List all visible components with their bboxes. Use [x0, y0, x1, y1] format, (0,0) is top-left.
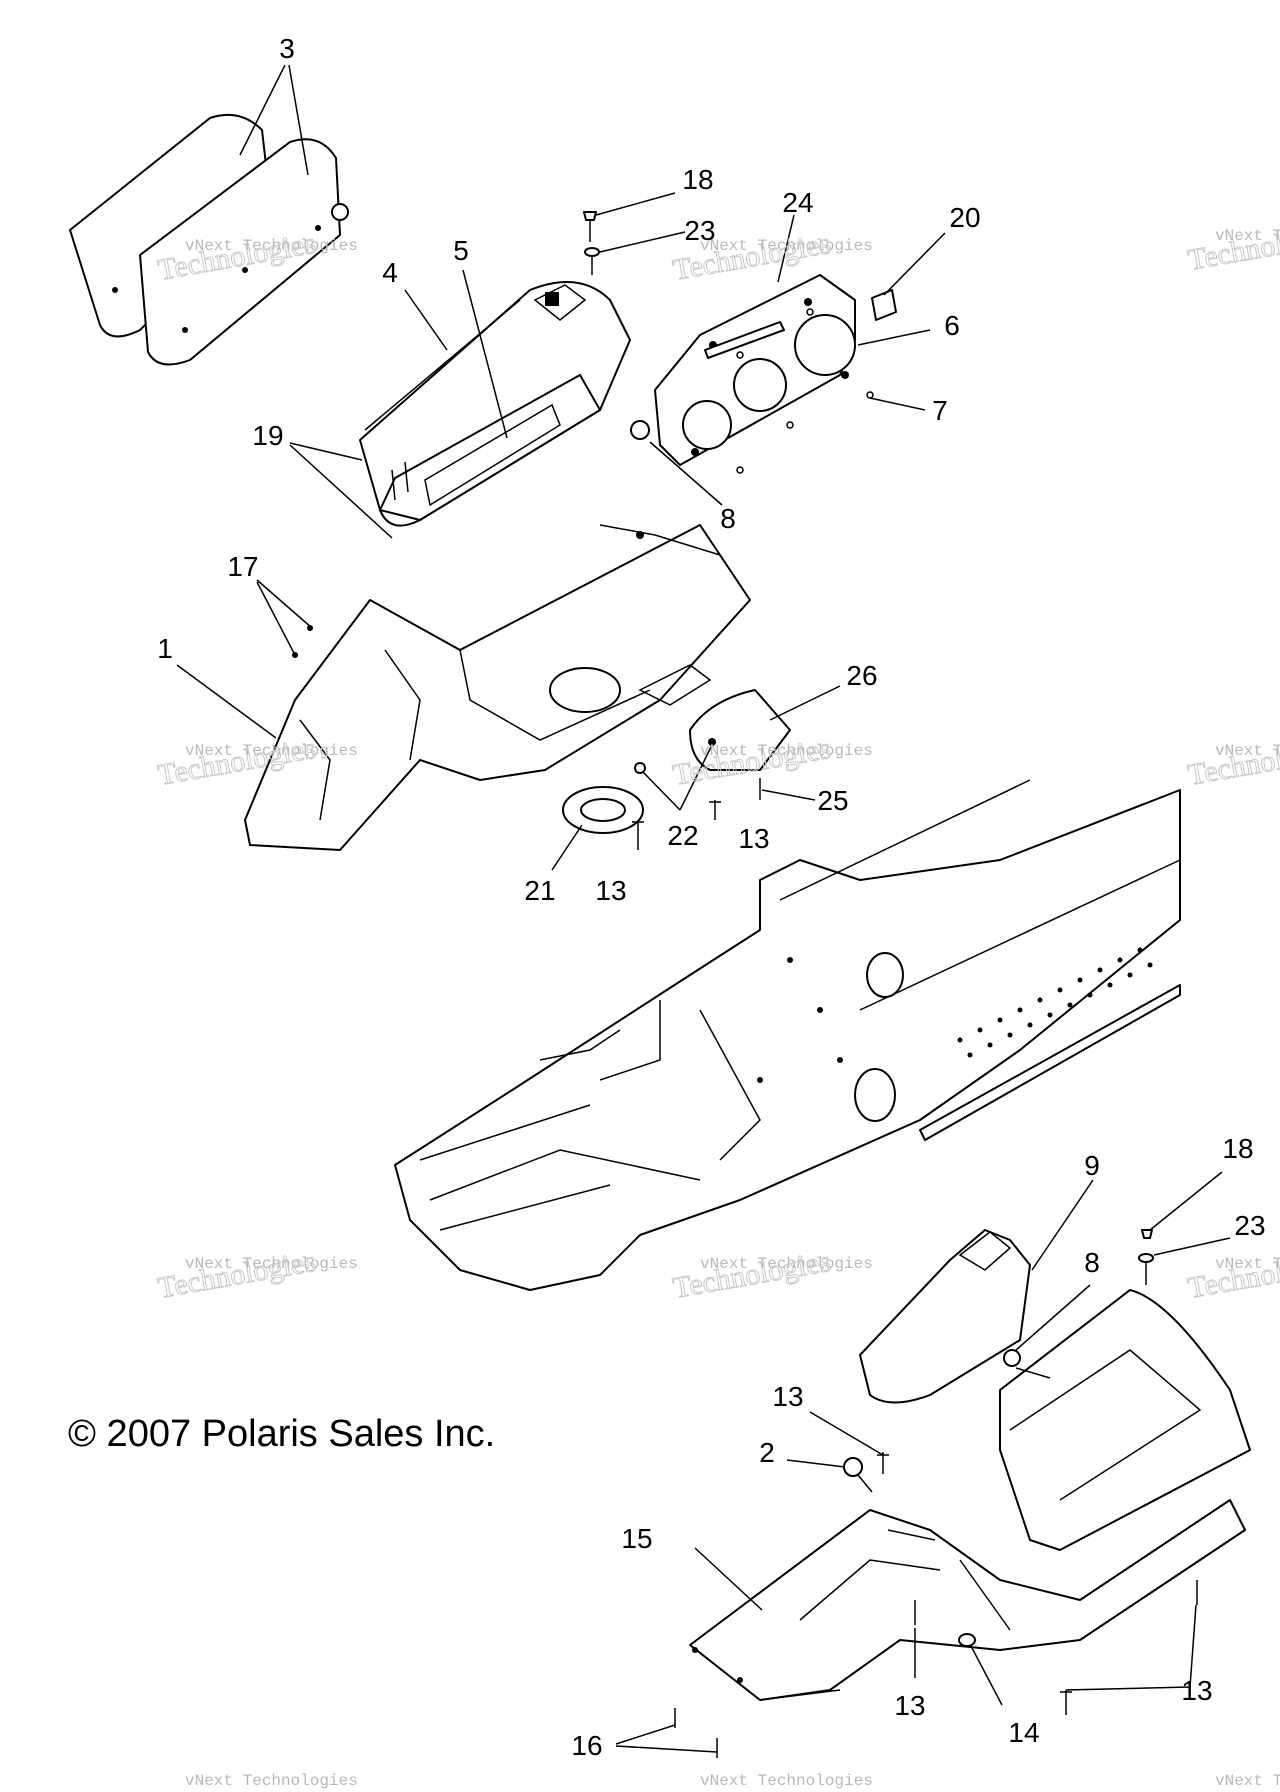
- callout-13-mid-left: 13: [595, 875, 626, 906]
- callout-9: 9: [1084, 1150, 1100, 1181]
- tunnel-perforations: [957, 947, 1153, 1058]
- fastener-18-23-upper: [583, 211, 600, 275]
- callout-8-lower: 8: [1084, 1247, 1100, 1278]
- callout-1: 1: [157, 633, 173, 664]
- callout-18-lower: 18: [1222, 1133, 1253, 1164]
- callout-25: 25: [817, 785, 848, 816]
- part-6-gauge-plate: [654, 274, 874, 474]
- part-26-bracket: [689, 689, 791, 771]
- callout-24: 24: [782, 187, 813, 218]
- part-3-panels: [69, 114, 349, 366]
- part-8-grommet-lower: [1003, 1349, 1021, 1367]
- watermark-text: vNext Technologies: [700, 1772, 873, 1790]
- watermark-text: vNext Technologies: [700, 237, 873, 255]
- chassis-frame: [394, 779, 1181, 1291]
- part-22-washer: [634, 762, 646, 774]
- watermark-text: vNext Technologies: [185, 237, 358, 255]
- callout-22: 22: [667, 820, 698, 851]
- callout-21: 21: [524, 875, 555, 906]
- callout-2: 2: [759, 1437, 775, 1468]
- watermark-text: vNext Technologies: [1215, 1255, 1280, 1273]
- callout-23-upper: 23: [684, 215, 715, 246]
- lower-fasteners: [674, 1229, 1198, 1758]
- callout-13-lower-top: 13: [772, 1381, 803, 1412]
- callout-6: 6: [944, 310, 960, 341]
- part-1-nose-bulkhead: [244, 524, 751, 851]
- watermark-text: vNext Technologies: [1215, 227, 1280, 245]
- callout-15: 15: [621, 1523, 652, 1554]
- watermark-text: vNext Technologies: [185, 742, 358, 760]
- watermark-text: vNext Technologies: [1215, 742, 1280, 760]
- fastener-13-mid: [632, 778, 761, 850]
- callout-5: 5: [453, 235, 469, 266]
- watermark-text: vNext Technologies: [700, 1255, 873, 1273]
- callout-labels: 3 18 24 23 20 4 5 6 7 19 8 17 1 26 25 22…: [157, 33, 1265, 1761]
- part-15-lower-hood: [689, 1289, 1251, 1701]
- watermark-text: vNext Technologies: [185, 1772, 358, 1790]
- callout-18-upper: 18: [682, 164, 713, 195]
- watermark-outline: Technologies: [155, 1245, 318, 1305]
- callout-19: 19: [252, 420, 283, 451]
- watermark-text: vNext Technologies: [185, 1255, 358, 1273]
- callout-13-lower-right: 13: [1181, 1675, 1212, 1706]
- callout-7: 7: [932, 395, 948, 426]
- callout-26: 26: [846, 660, 877, 691]
- part-2-grommet: [843, 1457, 863, 1477]
- callout-13-lower-center: 13: [894, 1690, 925, 1721]
- callout-8-upper: 8: [720, 503, 736, 534]
- callout-20: 20: [949, 202, 980, 233]
- watermark-outline: Technologies: [1185, 1245, 1280, 1305]
- callout-3: 3: [279, 33, 295, 64]
- callout-14: 14: [1008, 1717, 1039, 1748]
- watermark-outline: Technologies: [670, 1245, 833, 1305]
- callout-leaders: [176, 64, 1231, 1753]
- callout-4: 4: [382, 257, 398, 288]
- callout-17: 17: [227, 551, 258, 582]
- part-14-plug: [958, 1633, 976, 1647]
- watermark-outline: Technologies: [1185, 217, 1280, 277]
- watermark-outline: Technologies: [1185, 732, 1280, 792]
- part-9-cover: [859, 1229, 1031, 1404]
- callout-13-mid-right: 13: [738, 823, 769, 854]
- callout-23-lower: 23: [1234, 1210, 1265, 1241]
- part-24-strip: [704, 321, 785, 359]
- watermark-text: vNext Technologies: [1215, 1772, 1280, 1790]
- watermark-text: vNext Technologies: [700, 742, 873, 760]
- copyright-notice: © 2007 Polaris Sales Inc.: [68, 1413, 495, 1455]
- callout-16: 16: [571, 1730, 602, 1761]
- part-4-5-console: [359, 281, 650, 527]
